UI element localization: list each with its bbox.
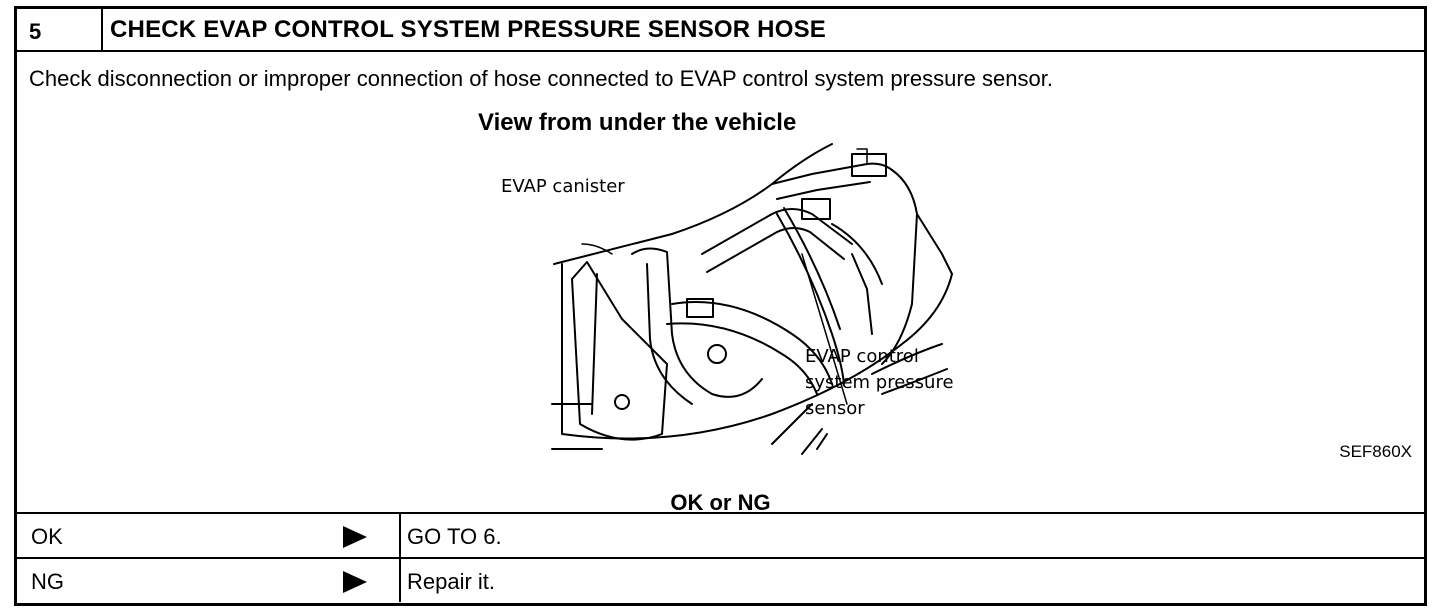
figure-code: SEF860X	[1339, 442, 1412, 461]
column-divider	[399, 514, 401, 557]
arrow-right-icon	[343, 526, 367, 548]
step-title: CHECK EVAP CONTROL SYSTEM PRESSURE SENSO…	[110, 16, 826, 43]
column-divider	[399, 559, 401, 602]
label-sensor-line-1: EVAP control	[805, 346, 919, 367]
evap-canister-illustration	[551, 143, 953, 455]
result-row-ng: NG Repair it.	[17, 557, 1424, 602]
result-label: NG	[31, 569, 64, 594]
step-number-cell: 5	[17, 9, 103, 50]
label-sensor-line-3: sensor	[805, 398, 865, 419]
arrow-right-icon	[343, 571, 367, 593]
diagnostic-step-table: 5 CHECK EVAP CONTROL SYSTEM PRESSURE SEN…	[14, 6, 1427, 606]
figure-title: View from under the vehicle	[478, 109, 797, 136]
result-action: Repair it.	[407, 569, 496, 594]
label-pressure-sensor: EVAP control system pressure sensor	[805, 344, 954, 422]
step-header: 5 CHECK EVAP CONTROL SYSTEM PRESSURE SEN…	[17, 9, 1424, 52]
result-row-ok: OK GO TO 6.	[17, 512, 1424, 557]
instruction-text: Check disconnection or improper connecti…	[29, 66, 1053, 91]
result-action: GO TO 6.	[407, 524, 502, 549]
step-number: 5	[29, 19, 42, 44]
label-sensor-line-2: system pressure	[805, 372, 954, 393]
ok-or-ng-question: OK or NG	[670, 490, 771, 515]
step-body: Check disconnection or improper connecti…	[17, 52, 1424, 515]
label-evap-canister: EVAP canister	[501, 176, 625, 197]
result-label: OK	[31, 524, 63, 549]
